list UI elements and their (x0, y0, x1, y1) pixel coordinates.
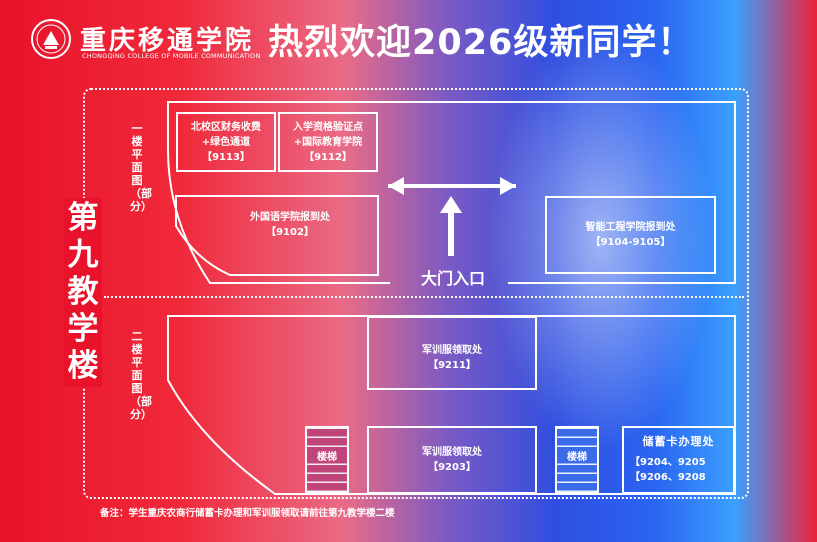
logo-title: 重庆移通学院 (80, 26, 255, 56)
floor-divider (104, 296, 744, 298)
room-9112-label: 入学资格验证点 +国际教育学院 【9112】 (278, 120, 378, 165)
savings-card-line2: 【9206、9208 (630, 472, 706, 483)
room-9203-label: 军训服领取处 【9203】 (367, 445, 537, 475)
savings-card-rooms: 【9204、9205 【9206、9208 (630, 455, 730, 485)
main-entrance-label: 大门入口 (420, 269, 485, 288)
room-savings-card (622, 426, 735, 494)
room-9203-line2: 【9203】 (428, 462, 476, 473)
room-9102-line2: 【9102】 (266, 227, 314, 238)
room-9104-9105 (545, 196, 716, 274)
building-name: 第九教学楼 (64, 198, 102, 387)
footer-note: 备注：学生重庆农商行储蓄卡办理和军训服领取请前往第九教学楼二楼 (100, 508, 395, 519)
room-9113-line2: +绿色通道 (201, 137, 251, 148)
room-9104-line2: 【9104-9105】 (590, 237, 671, 248)
staircase-right-label: 楼梯 (557, 448, 597, 463)
room-9211-line1: 军训服领取处 (422, 345, 482, 356)
staircase-right: 楼梯 (555, 426, 599, 494)
room-9113-line3: 【9113】 (202, 152, 250, 163)
welcome-title: 热烈欢迎2026级新同学！ (268, 23, 694, 63)
room-9104-9105-label: 智能工程学院报到处 【9104-9105】 (545, 220, 716, 250)
room-9112-line1: 入学资格验证点 (293, 122, 363, 133)
logo-subtitle: CHONGQING COLLEGE OF MOBILE COMMUNICATIO… (82, 52, 261, 60)
room-9113-line1: 北校区财务收费 (191, 122, 261, 133)
college-logo-icon (31, 19, 71, 59)
room-9102-label: 外国语学院报到处 【9102】 (215, 210, 365, 240)
room-9112 (278, 112, 378, 172)
staircase-left-label: 楼梯 (307, 448, 347, 463)
room-9203 (367, 426, 537, 494)
room-9102-line1: 外国语学院报到处 (250, 212, 330, 223)
room-9112-line2: +国际教育学院 (293, 137, 363, 148)
room-9113-label: 北校区财务收费 +绿色通道 【9113】 (176, 120, 276, 165)
room-9211-label: 军训服领取处 【9211】 (367, 343, 537, 373)
staircase-left: 楼梯 (305, 426, 349, 494)
room-9113 (176, 112, 276, 172)
room-9112-line3: 【9112】 (304, 152, 352, 163)
room-9104-line1: 智能工程学院报到处 (585, 222, 676, 233)
savings-card-line1: 【9204、9205 (630, 457, 706, 468)
room-9211-line2: 【9211】 (428, 360, 476, 371)
room-9211 (367, 316, 537, 390)
savings-card-title: 储蓄卡办理处 (642, 435, 715, 448)
room-9203-line1: 军训服领取处 (422, 447, 482, 458)
